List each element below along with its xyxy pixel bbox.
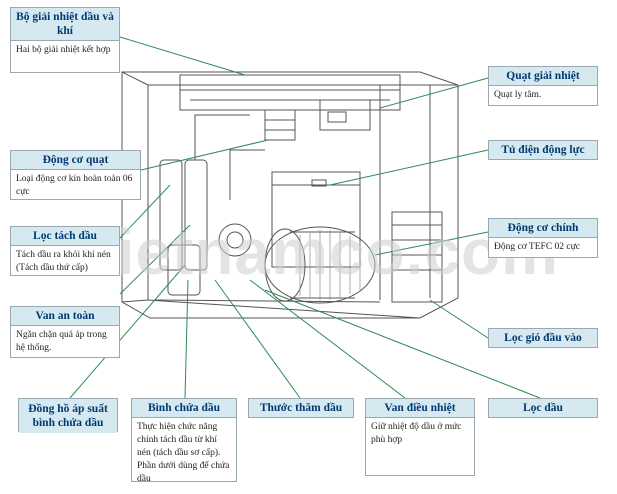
leader-heat-exchanger	[119, 36, 246, 76]
label-thermostat-valve: Van điều nhiệt Giữ nhiệt độ dầu ở mức ph…	[365, 398, 475, 476]
air-filter-panel	[391, 211, 443, 303]
airend-shape	[218, 223, 252, 257]
label-oil-tank-title: Bình chứa dầu	[132, 399, 236, 418]
label-oil-filter: Lọc dầu	[488, 398, 598, 418]
watermark: vietnamco.com	[80, 216, 559, 288]
leader-safety-valve	[119, 224, 191, 295]
label-safety-valve-desc: Ngăn chặn quá áp trong hệ thống.	[16, 330, 107, 353]
leader-cooling-fan	[379, 77, 489, 109]
separator-cylinder-1	[159, 159, 183, 271]
heat-exchanger-shape	[179, 74, 401, 111]
leader-oil-filter	[264, 289, 541, 399]
label-safety-valve-title: Van an toàn	[11, 307, 119, 326]
label-control-panel-title: Tủ điện động lực	[489, 141, 597, 159]
control-cabinet-shape	[271, 171, 361, 268]
label-fan-motor-desc: Loại động cơ kín hoàn toàn 06 cực	[16, 174, 133, 197]
label-oil-separator-desc: Tách dầu ra khỏi khí nén (Tách dầu thứ c…	[16, 250, 111, 273]
label-oil-gauge: Thước thăm dầu	[248, 398, 354, 418]
leader-oil-tank	[184, 279, 189, 399]
label-oil-tank-desc: Thực hiện chức năng chính tách dầu từ kh…	[137, 422, 230, 484]
label-thermostat-valve-desc: Giữ nhiệt độ dầu ở mức phù hợp	[371, 422, 462, 445]
leader-oil-gauge	[214, 279, 301, 399]
label-thermostat-valve-title: Van điều nhiệt	[366, 399, 474, 418]
leader-pressure-gauge	[69, 264, 186, 399]
label-air-filter-title: Lọc gió đầu vào	[489, 329, 597, 347]
label-fan-motor-title: Động cơ quạt	[11, 151, 140, 170]
leader-fan-motor	[140, 139, 269, 171]
label-safety-valve: Van an toàn Ngăn chặn quá áp trong hệ th…	[10, 306, 120, 358]
leader-control-panel	[329, 149, 489, 186]
label-oil-gauge-title: Thước thăm dầu	[249, 399, 353, 417]
label-heat-exchanger: Bộ giải nhiệt dầu và khí Hai bộ giải nhi…	[10, 7, 120, 73]
leader-thermostat-valve	[249, 279, 406, 399]
label-heat-exchanger-desc: Hai bộ giải nhiệt kết hợp	[16, 45, 111, 55]
label-oil-tank: Bình chứa dầu Thực hiện chức năng chính …	[131, 398, 237, 484]
label-oil-filter-title: Lọc dầu	[489, 399, 597, 417]
label-oil-separator-title: Lọc tách dầu	[11, 227, 119, 246]
label-cooling-fan-desc: Quạt ly tâm.	[494, 90, 542, 100]
leader-air-filter	[429, 299, 489, 339]
oil-tank-shape	[167, 244, 201, 296]
label-heat-exchanger-title: Bộ giải nhiệt dầu và khí	[11, 8, 119, 41]
fan-motor-shape	[264, 109, 296, 141]
label-pressure-gauge: Đồng hồ áp suất bình chứa dầu	[18, 398, 118, 433]
frame-outline	[121, 71, 459, 319]
label-pressure-gauge-title: Đồng hồ áp suất bình chứa dầu	[19, 399, 117, 433]
label-main-motor-desc: Động cơ TEFC 02 cực	[494, 242, 580, 252]
label-air-filter: Lọc gió đầu vào	[488, 328, 598, 348]
label-oil-separator: Lọc tách dầu Tách dầu ra khỏi khí nén (T…	[10, 226, 120, 276]
label-fan-motor: Động cơ quạt Loại động cơ kín hoàn toàn …	[10, 150, 141, 200]
label-main-motor: Động cơ chính Động cơ TEFC 02 cực	[488, 218, 598, 258]
label-cooling-fan: Quạt giải nhiệt Quạt ly tâm.	[488, 66, 598, 106]
leader-oil-separator	[119, 184, 171, 239]
label-main-motor-title: Động cơ chính	[489, 219, 597, 238]
fan-housing-shape	[319, 99, 371, 131]
separator-cylinder-2	[184, 159, 208, 271]
leader-main-motor	[374, 231, 489, 256]
label-cooling-fan-title: Quạt giải nhiệt	[489, 67, 597, 86]
label-control-panel: Tủ điện động lực	[488, 140, 598, 160]
